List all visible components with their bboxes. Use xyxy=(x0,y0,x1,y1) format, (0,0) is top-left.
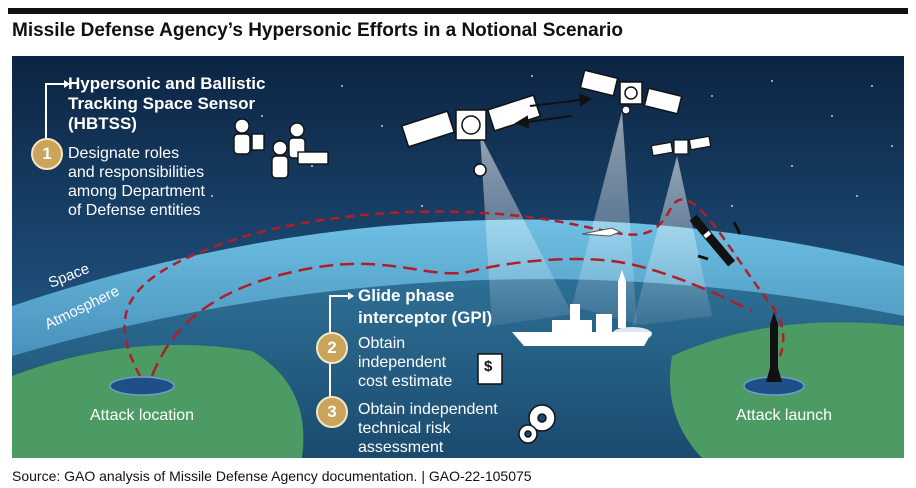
hbtss-desc-line4: of Defense entities xyxy=(68,202,201,219)
gpi-connector-line xyxy=(329,295,348,416)
hbtss-desc-line1: Designate roles xyxy=(68,145,180,162)
trajectory-upper xyxy=(123,198,785,377)
sensor-beam-2 xyxy=(572,111,637,324)
scene-graphic xyxy=(12,56,904,458)
hbtss-heading-line2: Tracking Space Sensor xyxy=(68,94,256,113)
hbtss-desc-line3: among Department xyxy=(68,183,205,200)
communication-arrows-icon xyxy=(514,93,593,129)
step-1-badge: 1 xyxy=(31,138,63,170)
dollar-document-icon xyxy=(477,353,503,385)
stars xyxy=(211,75,893,207)
people-group-icon xyxy=(233,118,329,179)
attack-location-marker xyxy=(109,376,175,396)
gpi-heading-line2: interceptor (GPI) xyxy=(358,308,493,327)
connector-arrowhead xyxy=(64,80,70,88)
gpi-step2-line2: independent xyxy=(358,354,447,371)
stage-fragment xyxy=(732,221,742,235)
stage-fragment xyxy=(697,254,709,261)
hbtss-desc-line2: and responsibilities xyxy=(68,164,205,181)
attack-location-label: Attack location xyxy=(90,407,195,424)
step-3-badge: 3 xyxy=(316,396,348,428)
hbtss-connector-line xyxy=(45,83,64,144)
gears-icon xyxy=(518,404,556,444)
gpi-step3-line3: assessment xyxy=(358,439,444,456)
step-2-badge: 2 xyxy=(316,332,348,364)
gpi-step3-line2: technical risk xyxy=(358,420,451,437)
dollar-sign: $ xyxy=(484,358,493,375)
hbtss-heading-line3: (HBTSS) xyxy=(68,114,137,133)
attack-launch-label: Attack launch xyxy=(736,407,833,424)
trajectory-lower xyxy=(150,257,753,377)
scenario-illustration: Hypersonic and Ballistic Tracking Space … xyxy=(12,56,904,458)
sensor-beam-3 xyxy=(632,156,712,326)
satellite-small xyxy=(650,135,712,157)
gpi-heading-line1: Glide phase xyxy=(358,286,455,305)
gpi-step2-line1: Obtain xyxy=(358,335,406,352)
land-left xyxy=(12,344,304,458)
launch-missile-icon xyxy=(766,312,782,382)
connector-arrowhead xyxy=(348,292,354,300)
glide-vehicle-icon xyxy=(581,227,622,237)
source-note: Source: GAO analysis of Missile Defense … xyxy=(12,468,532,484)
gpi-step2-line3: cost estimate xyxy=(358,373,453,390)
ballistic-missile-icon xyxy=(689,214,736,267)
hbtss-heading-line1: Hypersonic and Ballistic xyxy=(68,74,266,93)
gpi-step3-line1: Obtain independent xyxy=(358,401,498,418)
figure-title: Missile Defense Agency’s Hypersonic Effo… xyxy=(12,20,623,41)
interceptor-icon xyxy=(612,270,652,341)
top-rule xyxy=(8,8,908,14)
satellite-medium xyxy=(579,69,683,115)
sensor-beam-1 xyxy=(480,134,572,326)
